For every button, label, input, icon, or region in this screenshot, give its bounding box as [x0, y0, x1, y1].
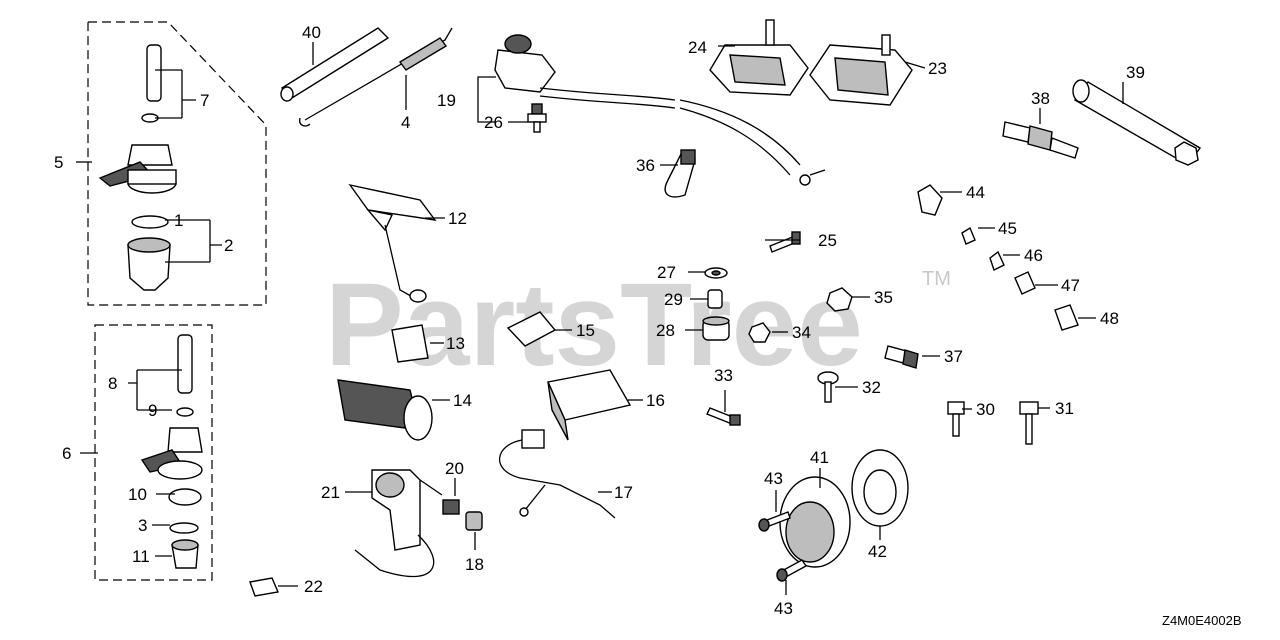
spring-rod-part	[299, 27, 453, 127]
callout-26: 26	[484, 113, 503, 132]
bolt-37-part	[884, 345, 919, 369]
callout-29: 29	[664, 290, 683, 309]
callout-25: 25	[818, 231, 837, 250]
callout-34: 34	[792, 323, 811, 342]
callout-46: 46	[1024, 246, 1043, 265]
callout-27: 27	[657, 263, 676, 282]
callout-3: 3	[138, 516, 147, 535]
fuel-valve-upper-part	[98, 44, 177, 291]
mount-23-part	[809, 34, 913, 106]
grip-14-part	[337, 379, 433, 441]
clip-46-part	[989, 250, 1005, 271]
callout-41: 41	[810, 448, 829, 467]
watermark: PartsTree	[325, 259, 863, 391]
callout-4: 4	[401, 113, 410, 132]
screw-32-part	[817, 371, 839, 403]
clip-45-part	[961, 226, 976, 245]
callout-40: 40	[302, 23, 321, 42]
callout-31: 31	[1055, 399, 1074, 418]
callout-20: 20	[445, 459, 464, 478]
callout-19: 19	[437, 91, 456, 110]
grommet-28-part	[702, 316, 730, 341]
callout-42: 42	[868, 542, 887, 561]
callout-28: 28	[656, 321, 675, 340]
gasket-13-part	[391, 324, 429, 363]
group-box-upper-fuel-valve	[87, 21, 267, 306]
callout-22: 22	[304, 577, 323, 596]
screw-33-part	[706, 407, 741, 426]
fuel-valve-lower-part	[140, 334, 203, 569]
callout-10: 10	[128, 485, 147, 504]
gasket-42-part	[851, 449, 909, 527]
callout-43-lower: 43	[774, 599, 793, 618]
callout-33: 33	[714, 366, 733, 385]
switch-cable-part	[494, 34, 826, 186]
callout-12: 12	[448, 209, 467, 228]
screw-43-lower-part	[776, 559, 808, 582]
callout-7: 7	[200, 91, 209, 110]
callout-18: 18	[465, 555, 484, 574]
callout-35: 35	[874, 288, 893, 307]
callout-2: 2	[224, 236, 233, 255]
collar-29-part	[707, 289, 723, 309]
clip-44-part	[917, 184, 943, 216]
callout-23: 23	[928, 59, 947, 78]
bracket-12-part	[348, 183, 437, 303]
nut-34-part	[748, 322, 771, 343]
mount-24-part	[709, 19, 809, 96]
harness-17-part	[498, 429, 616, 519]
callout-1: 1	[174, 211, 183, 230]
nut-35-part	[826, 287, 853, 312]
callout-21: 21	[321, 483, 340, 502]
callout-39: 39	[1126, 63, 1145, 82]
callout-17: 17	[614, 483, 633, 502]
callout-9: 9	[148, 401, 157, 420]
callout-32: 32	[862, 378, 881, 397]
leader-lines	[76, 42, 1124, 595]
callout-44: 44	[966, 183, 985, 202]
clamp-36-part	[664, 149, 696, 198]
clip-48-part	[1054, 304, 1079, 331]
bolt-26-part	[527, 103, 547, 133]
callout-labels: 1 2 3 4 5 6 7 8 9 10 11 12 13 14 15 16 1…	[54, 23, 1145, 618]
screw-43-upper-part	[758, 511, 791, 532]
cover-41-part	[779, 476, 851, 568]
clip-20-part	[442, 499, 460, 515]
bolt-30-part	[947, 401, 965, 437]
bolt-31-part	[1019, 401, 1039, 445]
callout-24: 24	[688, 38, 707, 57]
callout-43-upper: 43	[764, 469, 783, 488]
callout-5: 5	[54, 153, 63, 172]
callout-38: 38	[1031, 89, 1050, 108]
callout-14: 14	[453, 391, 472, 410]
drawing-code: Z4M0E4002B	[1162, 613, 1242, 628]
rod-part	[280, 27, 390, 102]
callout-30: 30	[976, 400, 995, 419]
callout-8: 8	[108, 374, 117, 393]
callout-47: 47	[1061, 276, 1080, 295]
callout-48: 48	[1100, 309, 1119, 328]
bolt-25-part	[769, 231, 801, 253]
spark-plug-part	[1002, 121, 1079, 159]
trademark: TM	[922, 268, 951, 290]
callout-45: 45	[998, 219, 1017, 238]
cap-18-part	[465, 511, 483, 531]
washer-27-hole	[711, 270, 721, 276]
clip-22-part	[249, 577, 279, 597]
callout-15: 15	[576, 321, 595, 340]
callout-16: 16	[646, 391, 665, 410]
throttle-bracket-21-part	[354, 469, 443, 578]
plug-wrench-part	[1072, 79, 1202, 166]
clip-47-part	[1014, 271, 1036, 295]
rectifier-16-part	[547, 369, 632, 441]
callout-37: 37	[944, 347, 963, 366]
group-box-lower-fuel-valve	[94, 324, 213, 581]
callout-11: 11	[132, 547, 150, 566]
callout-36: 36	[636, 156, 655, 175]
callout-13: 13	[446, 334, 465, 353]
callout-6: 6	[62, 444, 71, 463]
